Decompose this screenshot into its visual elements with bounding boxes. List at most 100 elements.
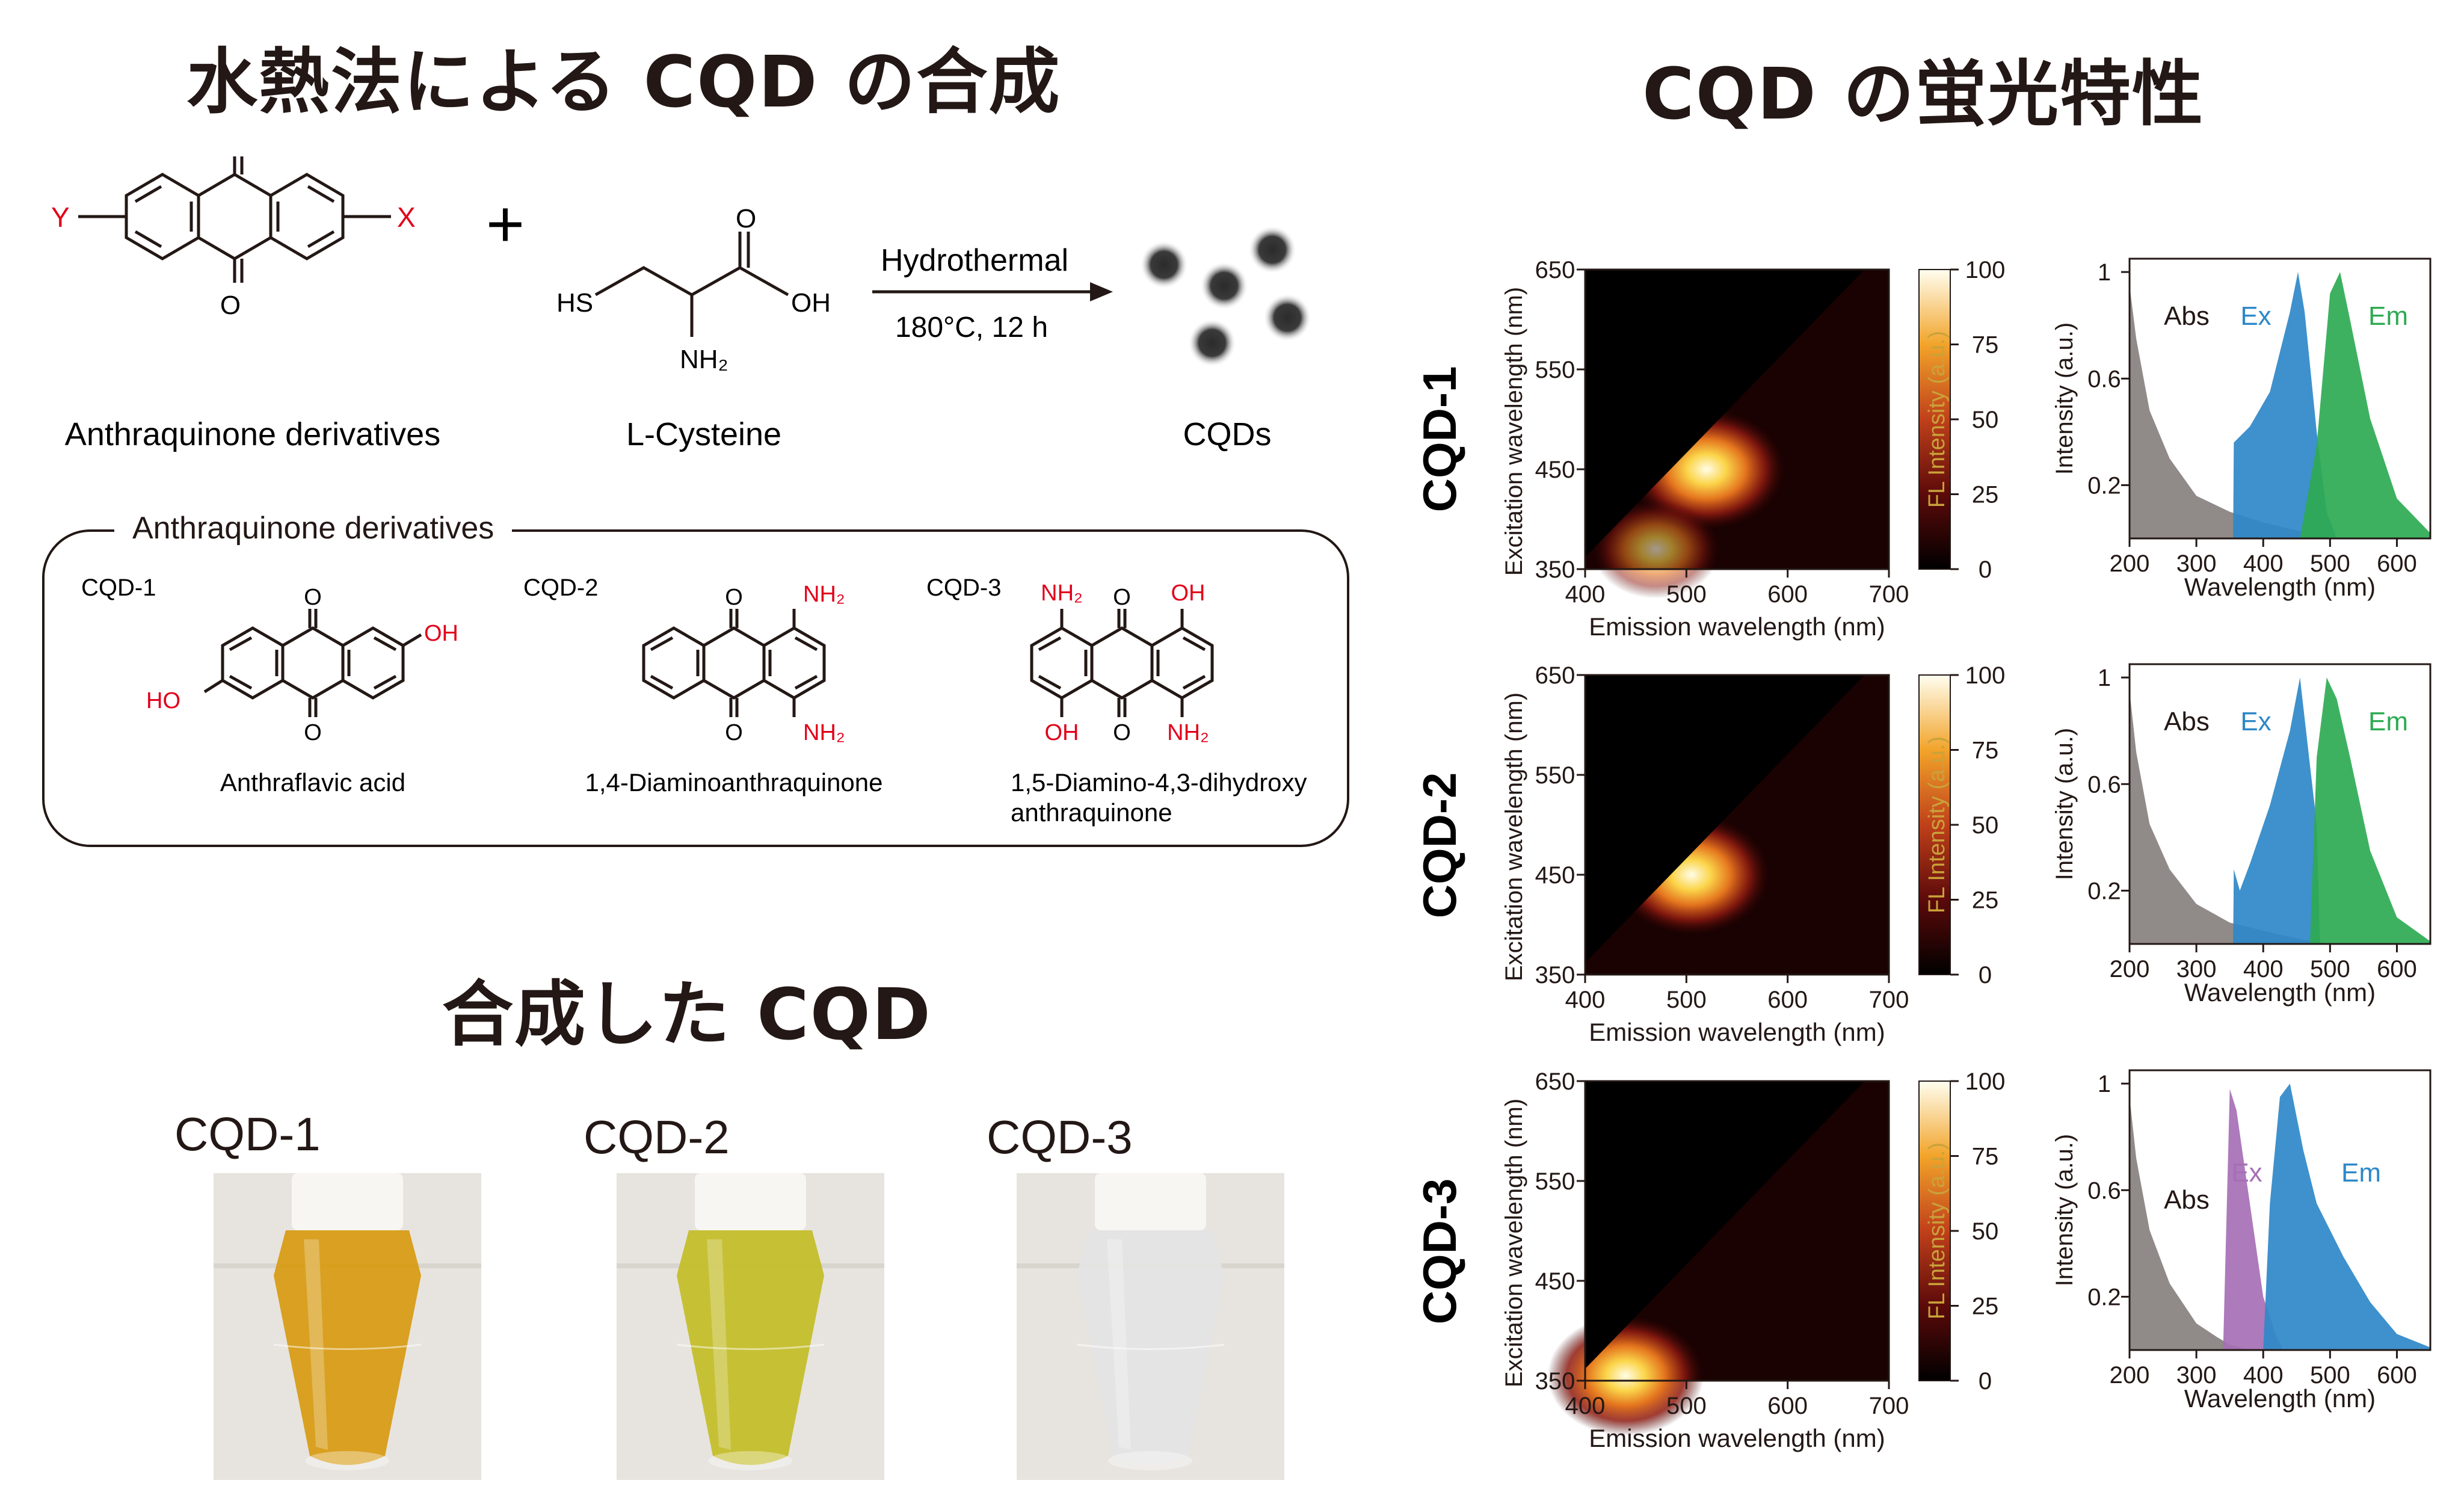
heatmap-mask-3 bbox=[1585, 1081, 1865, 1369]
cqd3-group-nh2-bottom: NH₂ bbox=[1167, 720, 1209, 745]
map-xtick-1-400: 400 bbox=[1565, 581, 1606, 608]
spec-em-label-1: Em bbox=[2368, 301, 2408, 331]
colorbar-tick-2-50: 50 bbox=[1972, 812, 1999, 839]
row-label-3: CQD-3 bbox=[1413, 1179, 1466, 1325]
derivative-structures: CQD-1 O O HO OH Anthraflavic acid CQD-2 … bbox=[81, 575, 1307, 827]
map-ytick-3-650: 650 bbox=[1535, 1068, 1575, 1095]
colorbar-1 bbox=[1918, 269, 1951, 570]
photos-title: 合成した CQD bbox=[442, 973, 932, 1056]
spec-xtick-3-300: 300 bbox=[2176, 1362, 2217, 1389]
svg-text:O: O bbox=[725, 585, 743, 610]
spec-xtick-1-500: 500 bbox=[2310, 550, 2350, 577]
spectrum-frame-3 bbox=[2128, 1069, 2432, 1351]
heatmap-mask-1 bbox=[1585, 270, 1865, 558]
spec-ylabel-1: Intensity (a.u.) bbox=[2051, 322, 2078, 475]
map-ytick-2-350: 350 bbox=[1535, 962, 1575, 988]
spec-em-label-2: Em bbox=[2368, 707, 2408, 736]
colorbar-tick-1-50: 50 bbox=[1972, 407, 1999, 433]
spectrum-1-abs bbox=[2130, 285, 2330, 538]
derivative-tag-1: CQD-1 bbox=[81, 575, 156, 601]
map-xlabel-1: Emission wavelength (nm) bbox=[1589, 612, 1885, 641]
map-ytick-1-350: 350 bbox=[1535, 556, 1575, 583]
spec-xtick-3-200: 200 bbox=[2110, 1362, 2150, 1389]
derivative-name-3b: anthraquinone bbox=[1011, 798, 1172, 827]
derivative-tag-3: CQD-3 bbox=[926, 575, 1001, 601]
cqd2-group-nh2-top: NH₂ bbox=[803, 582, 845, 607]
reaction-scheme: O O Y X Anthraquinone derivatives + HS O… bbox=[51, 156, 1311, 452]
spec-ylabel-2: Intensity (a.u.) bbox=[2051, 728, 2078, 880]
condition-top: Hydrothermal bbox=[881, 243, 1068, 278]
product-label: CQDs bbox=[1183, 416, 1272, 452]
spectrum-3-em bbox=[2263, 1084, 2430, 1350]
derivatives-box bbox=[42, 529, 1349, 847]
heatmap-peak-1-2 bbox=[1592, 499, 1720, 599]
colorbar-2 bbox=[1918, 674, 1951, 975]
synthesis-title: 水熱法による CQD の合成 bbox=[186, 40, 1061, 123]
cqd-vial-photo-1 bbox=[214, 1173, 481, 1480]
spec-ylabel-3: Intensity (a.u.) bbox=[2051, 1134, 2078, 1286]
spec-xlabel-1: Wavelength (nm) bbox=[2184, 573, 2376, 601]
colorbar-tick-2-75: 75 bbox=[1972, 738, 1999, 764]
photo-label-3: CQD-3 bbox=[987, 1111, 1133, 1164]
colorbar-tick-1-75: 75 bbox=[1972, 332, 1999, 359]
oxygen-bottom: O bbox=[220, 291, 241, 320]
derivative-tag-2: CQD-2 bbox=[523, 575, 598, 601]
spec-em-label-3: Em bbox=[2341, 1158, 2381, 1188]
cqd-dots-icon bbox=[1140, 226, 1311, 367]
map-ylabel-1: Excitation wavelength (nm) bbox=[1501, 287, 1527, 576]
map-ytick-3-450: 450 bbox=[1535, 1268, 1575, 1295]
photo-label-2: CQD-2 bbox=[584, 1111, 730, 1164]
plus-sign: + bbox=[486, 187, 525, 261]
map-xtick-1-700: 700 bbox=[1869, 581, 1909, 608]
cqd3-group-oh-bottom: OH bbox=[1045, 720, 1079, 745]
spec-ex-label-1: Ex bbox=[2240, 301, 2271, 331]
reactant1-label: Anthraquinone derivatives bbox=[65, 416, 440, 452]
spec-xtick-1-400: 400 bbox=[2243, 550, 2284, 577]
colorbar-tick-3-50: 50 bbox=[1972, 1218, 1999, 1245]
derivative-name-2: 1,4-Diaminoanthraquinone bbox=[585, 768, 883, 797]
map-xlabel-3: Emission wavelength (nm) bbox=[1589, 1424, 1885, 1452]
svg-text:O: O bbox=[1113, 720, 1131, 745]
colorbar-tick-1-0: 0 bbox=[1979, 556, 1992, 583]
colorbar-tick-3-75: 75 bbox=[1972, 1144, 1999, 1170]
map-xtick-3-400: 400 bbox=[1565, 1393, 1606, 1419]
map-ytick-2-550: 550 bbox=[1535, 762, 1575, 789]
spec-abs-label-3: Abs bbox=[2164, 1185, 2210, 1215]
colorbar-tick-2-100: 100 bbox=[1965, 662, 2006, 689]
cqd3-group-nh2-top: NH₂ bbox=[1041, 581, 1083, 606]
svg-text:O: O bbox=[304, 720, 322, 745]
colorbar-tick-3-100: 100 bbox=[1965, 1068, 2006, 1095]
map-xtick-2-700: 700 bbox=[1869, 987, 1909, 1013]
spectrum-2-ex bbox=[2233, 677, 2320, 944]
map-xtick-1-500: 500 bbox=[1666, 581, 1707, 608]
spectrum-1-em bbox=[2300, 272, 2430, 538]
spec-ytick-1-1: 1 bbox=[2098, 259, 2111, 286]
spectrum-3-abs bbox=[2130, 1097, 2250, 1350]
spec-xtick-3-500: 500 bbox=[2310, 1362, 2350, 1389]
spec-ex-label-2: Ex bbox=[2240, 707, 2271, 736]
svg-text:O: O bbox=[725, 720, 743, 745]
cqd3-group-oh-top: OH bbox=[1171, 581, 1206, 606]
row-labels: CQD-1 CQD-2 CQD-3 bbox=[1413, 366, 1466, 1325]
derivatives-box-title: Anthraquinone derivatives bbox=[114, 510, 513, 546]
spec-ytick-2-1: 1 bbox=[2098, 665, 2111, 691]
cysteine-hs: HS bbox=[556, 288, 593, 318]
colorbar-tick-2-0: 0 bbox=[1979, 962, 1992, 988]
colorbar-label-1: FL Intensity (a.u.) bbox=[1924, 331, 1950, 508]
cqd1-group-ho: HO bbox=[146, 688, 180, 714]
spec-xtick-2-300: 300 bbox=[2176, 956, 2217, 982]
colorbar-label-3: FL Intensity (a.u.) bbox=[1924, 1142, 1950, 1319]
map-ytick-1-550: 550 bbox=[1535, 357, 1575, 383]
spectrum-1-ex bbox=[2233, 272, 2337, 538]
spec-xtick-3-600: 600 bbox=[2377, 1362, 2417, 1389]
map-xtick-2-400: 400 bbox=[1565, 987, 1606, 1013]
spec-xlabel-2: Wavelength (nm) bbox=[2184, 978, 2376, 1006]
map-xtick-2-600: 600 bbox=[1767, 987, 1808, 1013]
spec-xtick-1-300: 300 bbox=[2176, 550, 2217, 577]
spec-xtick-3-400: 400 bbox=[2243, 1362, 2284, 1389]
map-ylabel-2: Excitation wavelength (nm) bbox=[1501, 692, 1527, 981]
svg-text:O: O bbox=[304, 585, 322, 610]
spectrum-3-ex bbox=[2223, 1089, 2284, 1350]
map-xlabel-2: Emission wavelength (nm) bbox=[1589, 1018, 1885, 1046]
svg-text:O: O bbox=[1113, 585, 1131, 610]
